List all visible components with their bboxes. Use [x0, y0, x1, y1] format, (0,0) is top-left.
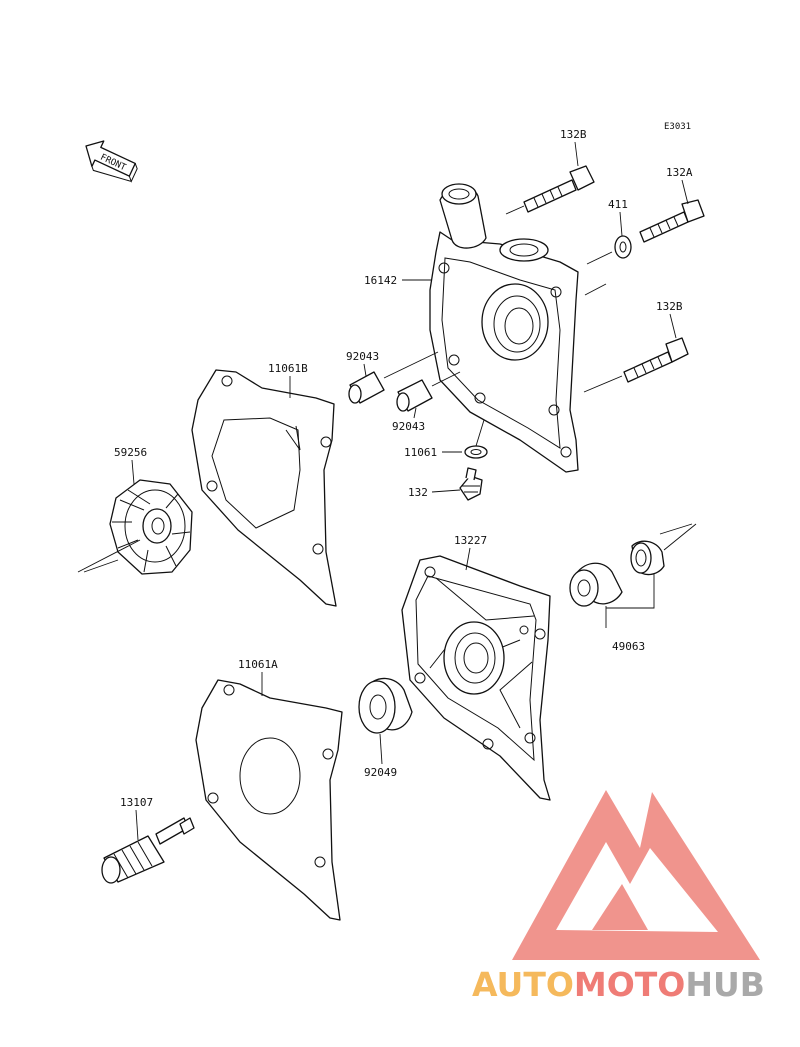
- label-13227: 13227: [454, 534, 487, 547]
- washer-411: [584, 235, 632, 296]
- washer-11061: [464, 419, 488, 459]
- seal-92049: [358, 677, 413, 734]
- bolt-132: [459, 467, 483, 501]
- label-132: 132: [408, 486, 428, 499]
- label-16142: 16142: [364, 274, 397, 287]
- leader-49063: [605, 574, 655, 628]
- label-411: 411: [608, 198, 628, 211]
- cover-16142: [429, 183, 579, 473]
- label-132A: 132A: [666, 166, 693, 179]
- seal-49063-large: [569, 562, 623, 607]
- housing-13227: [401, 555, 551, 801]
- label-132B-top: 132B: [560, 128, 587, 141]
- seal-49063-small: [630, 523, 697, 576]
- dowel-pin-92043-a: [348, 351, 439, 404]
- label-92043-a: 92043: [346, 350, 379, 363]
- label-92043-b: 92043: [392, 420, 425, 433]
- label-132B-mid: 132B: [656, 300, 683, 313]
- watermark-logo-icon: [512, 790, 760, 960]
- label-59256: 59256: [114, 446, 147, 459]
- diagram-code: E3031: [664, 122, 691, 132]
- front-arrow-icon: FRONT: [85, 140, 138, 183]
- label-49063: 49063: [612, 640, 645, 653]
- bolt-132B-top: [505, 165, 595, 215]
- dowel-pin-92043-b: [396, 371, 461, 412]
- bolt-132A: [639, 199, 705, 243]
- shaft-13107: [101, 817, 195, 884]
- watermark-text: AUTOMOTOHUB: [472, 965, 765, 1004]
- label-11061B: 11061B: [268, 362, 308, 375]
- label-11061A: 11061A: [238, 658, 278, 671]
- bolt-132B-mid: [583, 337, 689, 393]
- impeller-59256: [77, 479, 193, 575]
- label-13107: 13107: [120, 796, 153, 809]
- gasket-11061B: [191, 369, 337, 607]
- label-92049: 92049: [364, 766, 397, 779]
- label-11061: 11061: [404, 446, 437, 459]
- gasket-11061A: [195, 679, 343, 921]
